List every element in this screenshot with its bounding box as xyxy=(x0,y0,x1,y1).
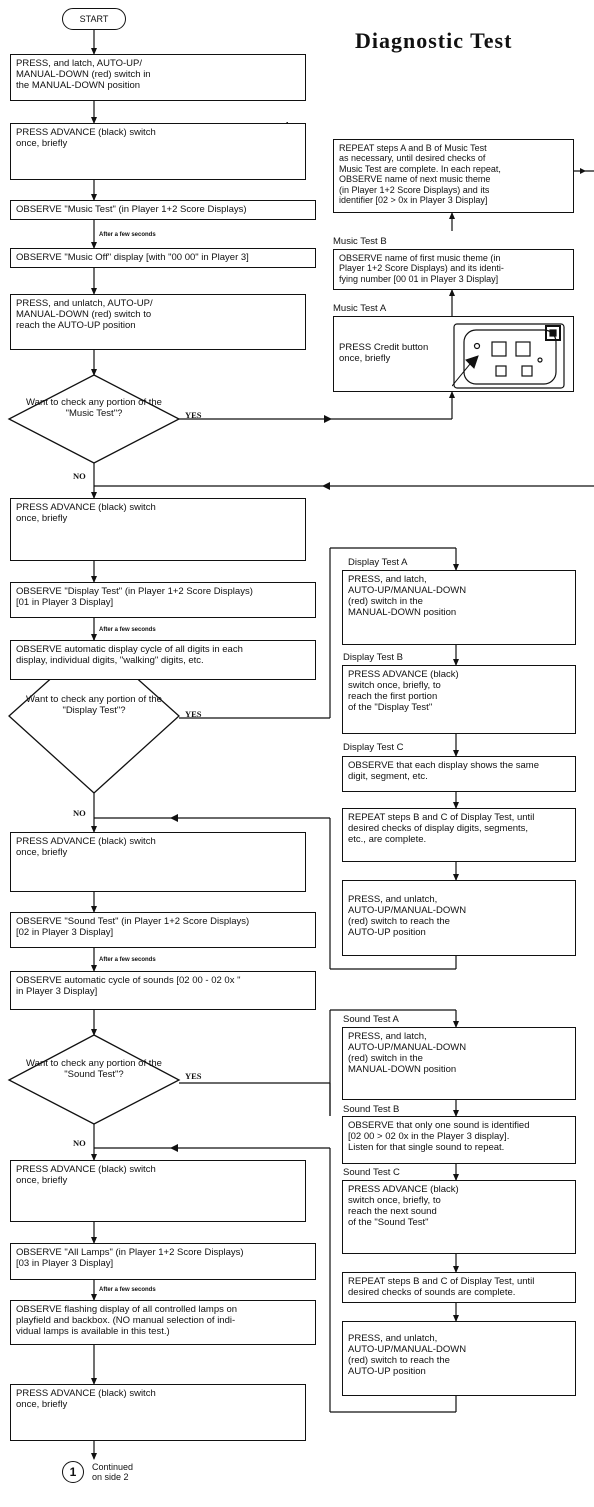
start-terminal: START xyxy=(62,8,126,30)
yes-label-music: YES xyxy=(185,410,202,420)
sound-test-c-box: PRESS ADVANCE (black) switch once, brief… xyxy=(342,1180,576,1254)
step-press-advance-1: PRESS ADVANCE (black) switch once, brief… xyxy=(10,123,306,180)
after-few-seconds-label: After a few seconds xyxy=(99,1287,156,1293)
display-test-a-box: PRESS, and latch, AUTO-UP/MANUAL-DOWN (r… xyxy=(342,570,576,645)
display-test-c-label: Display Test C xyxy=(343,742,404,753)
sound-repeat-box: REPEAT steps B and C of Display Test, un… xyxy=(342,1272,576,1303)
decision-display-text: Want to check any portion of the "Displa… xyxy=(26,694,162,716)
display-unlatch-box: PRESS, and unlatch, AUTO-UP/MANUAL-DOWN … xyxy=(342,880,576,956)
step-observe-lamps-flashing: OBSERVE flashing display of all controll… xyxy=(10,1300,316,1345)
sound-test-a-box: PRESS, and latch, AUTO-UP/MANUAL-DOWN (r… xyxy=(342,1027,576,1100)
display-repeat-box: REPEAT steps B and C of Display Test, un… xyxy=(342,808,576,862)
after-few-seconds-label: After a few seconds xyxy=(99,957,156,963)
sound-test-a-label: Sound Test A xyxy=(343,1014,399,1025)
music-test-b-label: Music Test B xyxy=(333,236,387,247)
display-test-b-box: PRESS ADVANCE (black) switch once, brief… xyxy=(342,665,576,734)
step-press-advance-3: PRESS ADVANCE (black) switch once, brief… xyxy=(10,832,306,892)
display-test-c-box: OBSERVE that each display shows the same… xyxy=(342,756,576,792)
page-title: Diagnostic Test xyxy=(355,28,513,53)
music-test-a-label: Music Test A xyxy=(333,303,387,314)
step-press-advance-4: PRESS ADVANCE (black) switch once, brief… xyxy=(10,1160,306,1222)
step-observe-display-test: OBSERVE "Display Test" (in Player 1+2 Sc… xyxy=(10,582,316,618)
after-few-seconds-label: After a few seconds xyxy=(99,232,156,238)
yes-label-sound: YES xyxy=(185,1071,202,1081)
yes-label-display: YES xyxy=(185,709,202,719)
after-few-seconds-label: After a few seconds xyxy=(99,627,156,633)
step-observe-sound-test: OBSERVE "Sound Test" (in Player 1+2 Scor… xyxy=(10,912,316,948)
music-test-b-box: OBSERVE name of first music theme (in Pl… xyxy=(333,249,574,290)
decision-music-text: Want to check any portion of the "Music … xyxy=(26,397,162,419)
continued-connector: 1 xyxy=(62,1461,84,1483)
step-observe-sound-cycle: OBSERVE automatic cycle of sounds [02 00… xyxy=(10,971,316,1010)
sound-test-b-label: Sound Test B xyxy=(343,1104,400,1115)
no-label-music: NO xyxy=(73,471,86,481)
continued-text: Continued on side 2 xyxy=(92,1462,134,1482)
sound-test-c-label: Sound Test C xyxy=(343,1167,400,1178)
step-latch-manual-down: PRESS, and latch, AUTO-UP/ MANUAL-DOWN (… xyxy=(10,54,306,101)
decision-diamond-music xyxy=(7,374,181,464)
decision-sound-text: Want to check any portion of the "Sound … xyxy=(26,1058,162,1080)
credit-button-panel-icon xyxy=(452,323,565,389)
step-unlatch-auto-up: PRESS, and unlatch, AUTO-UP/ MANUAL-DOWN… xyxy=(10,294,306,350)
decision-diamond-sound xyxy=(7,1034,181,1125)
no-label-display: NO xyxy=(73,808,86,818)
music-repeat-box: REPEAT steps A and B of Music Test as ne… xyxy=(333,139,574,213)
step-observe-music-off: OBSERVE "Music Off" display [with "00 00… xyxy=(10,248,316,268)
display-test-a-label: Display Test A xyxy=(348,557,408,568)
step-observe-display-cycle: OBSERVE automatic display cycle of all d… xyxy=(10,640,316,680)
sound-test-b-box: OBSERVE that only one sound is identifie… xyxy=(342,1116,576,1164)
step-observe-all-lamps: OBSERVE "All Lamps" (in Player 1+2 Score… xyxy=(10,1243,316,1280)
step-press-advance-5: PRESS ADVANCE (black) switch once, brief… xyxy=(10,1384,306,1441)
no-label-sound: NO xyxy=(73,1138,86,1148)
step-press-advance-2: PRESS ADVANCE (black) switch once, brief… xyxy=(10,498,306,561)
sound-unlatch-box: PRESS, and unlatch, AUTO-UP/MANUAL-DOWN … xyxy=(342,1321,576,1396)
display-test-b-label: Display Test B xyxy=(343,652,404,663)
step-observe-music-test: OBSERVE "Music Test" (in Player 1+2 Scor… xyxy=(10,200,316,220)
